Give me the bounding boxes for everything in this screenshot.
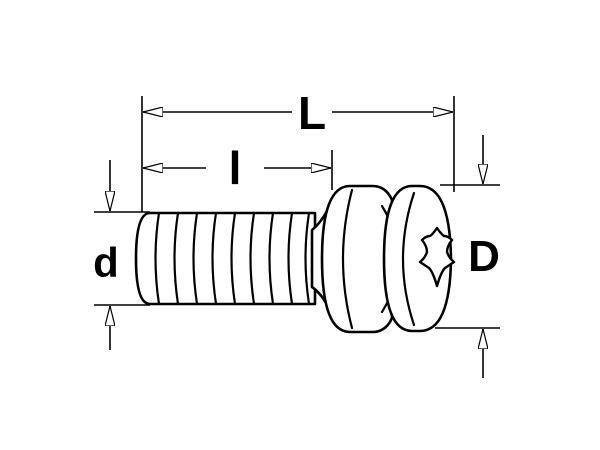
torx-star-icon — [418, 226, 456, 288]
head — [382, 184, 453, 333]
screw — [134, 184, 456, 334]
thread-ridge — [230, 211, 237, 306]
thread-ridge — [192, 211, 199, 306]
thread-ridge — [154, 211, 161, 306]
collar-ring — [320, 184, 394, 334]
collar-edge — [341, 188, 354, 330]
thread-ridge — [173, 211, 180, 306]
thread-ridge — [304, 211, 311, 306]
dimension-thread-diameter — [94, 160, 150, 350]
dimension-head-diameter — [435, 135, 500, 378]
dimension-overall-length — [141, 96, 455, 212]
label-head-diameter: D — [468, 232, 500, 281]
thread-ridge — [287, 211, 294, 306]
dimension-thread-length — [143, 150, 333, 190]
head-rim — [401, 191, 416, 327]
label-thread-diameter: d — [93, 239, 119, 286]
thread-ridge — [249, 211, 256, 306]
thread-ridge — [211, 211, 218, 306]
thread-ridge — [268, 211, 275, 306]
label-overall-length: L — [298, 87, 326, 139]
threaded-shank — [134, 211, 317, 306]
label-thread-length: l — [229, 142, 242, 194]
